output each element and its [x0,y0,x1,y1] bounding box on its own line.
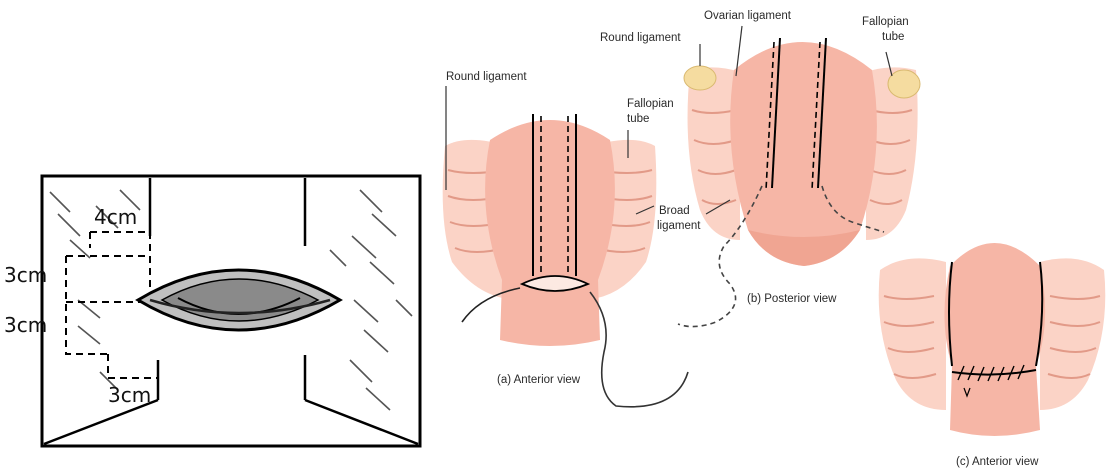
caption-b: (b) Posterior view [747,293,837,305]
label-b-round-ligament: Round ligament [600,32,681,44]
caption-c: (c) Anterior view [956,456,1039,468]
illustration-c-anterior: (c) Anterior view [879,243,1106,468]
label-b-ovarian-ligament: Ovarian ligament [704,10,792,22]
label-a-fallopian-tube-line1: Fallopian [627,98,674,110]
label-a-fallopian-tube-line2: tube [627,113,649,125]
caption-a: (a) Anterior view [497,374,581,386]
dim-label-upper-left: 3cm [4,263,47,287]
dim-label-top: 4cm [94,205,137,229]
label-b-fallopian-tube-line2: tube [882,31,904,43]
illustration-a-anterior: Round ligament Fallopian tube Broad liga… [443,71,702,407]
dim-label-bottom: 3cm [108,383,151,407]
label-a-round-ligament: Round ligament [446,71,527,83]
incision-schematic: 4cm 3cm 3cm 3cm [4,176,420,446]
label-a-broad-ligament-line1: Broad [659,205,690,217]
dim-label-lower-left: 3cm [4,313,47,337]
label-a-broad-ligament-line2: ligament [657,220,701,232]
label-b-fallopian-tube-line1: Fallopian [862,16,909,28]
